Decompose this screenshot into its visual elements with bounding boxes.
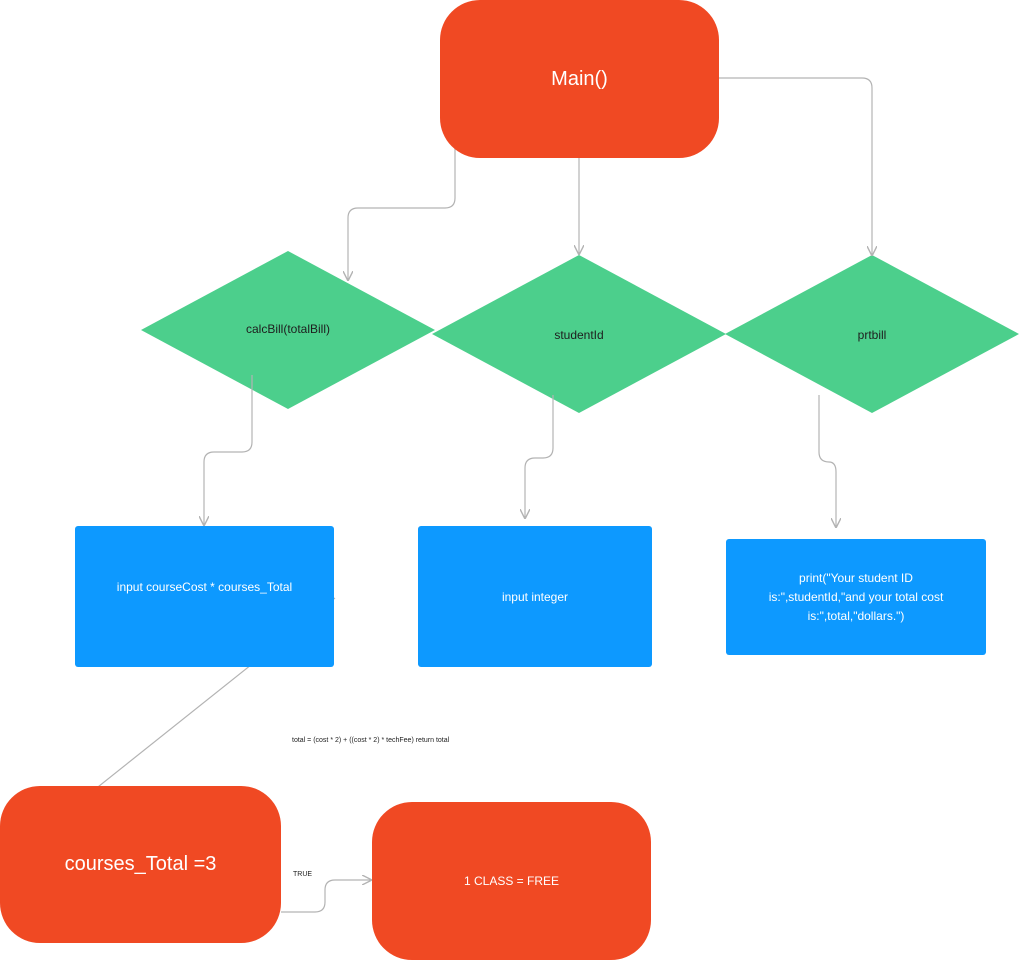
input-integer-label: input integer	[501, 589, 569, 604]
connector-main-to-calc-bill	[348, 136, 456, 280]
connector-courses-total-to-free	[281, 880, 371, 913]
student-id-diamond[interactable]	[432, 255, 726, 413]
input-course-cost-label: input courseCost * courses_Total	[116, 579, 293, 594]
calc-bill-diamond[interactable]	[141, 251, 435, 409]
total-formula-note: total = (cost * 2) + ((cost * 2) * techF…	[292, 737, 450, 744]
prt-bill-diamond[interactable]	[725, 255, 1019, 413]
connector-student-id-to-input	[525, 395, 554, 518]
courses-total-node[interactable]: courses_Total =3	[0, 786, 281, 943]
student-id-label: studentId	[554, 328, 604, 342]
prt-bill-label: prtbill	[857, 328, 887, 342]
connector-calc-bill-to-input	[204, 375, 253, 525]
print-statement-label: print("Your student ID is:",studentId,"a…	[768, 570, 944, 623]
one-class-free-label: 1 CLASS = FREE	[463, 874, 560, 888]
courses-total-label: courses_Total =3	[64, 853, 217, 875]
print-statement-box[interactable]: print("Your student ID is:",studentId,"a…	[726, 539, 986, 655]
calc-bill-label: calcBill(totalBill)	[245, 322, 331, 336]
one-class-free-node[interactable]: 1 CLASS = FREE	[372, 802, 651, 960]
true-label: TRUE	[293, 871, 313, 878]
input-course-cost-box[interactable]: input courseCost * courses_Total	[75, 526, 334, 667]
connector-main-to-prt-bill	[719, 77, 872, 255]
input-integer-box[interactable]: input integer	[418, 526, 652, 667]
connector-prt-bill-to-print	[818, 395, 836, 527]
main-node[interactable]: Main()	[440, 0, 719, 158]
main-node-label: Main()	[551, 67, 608, 90]
